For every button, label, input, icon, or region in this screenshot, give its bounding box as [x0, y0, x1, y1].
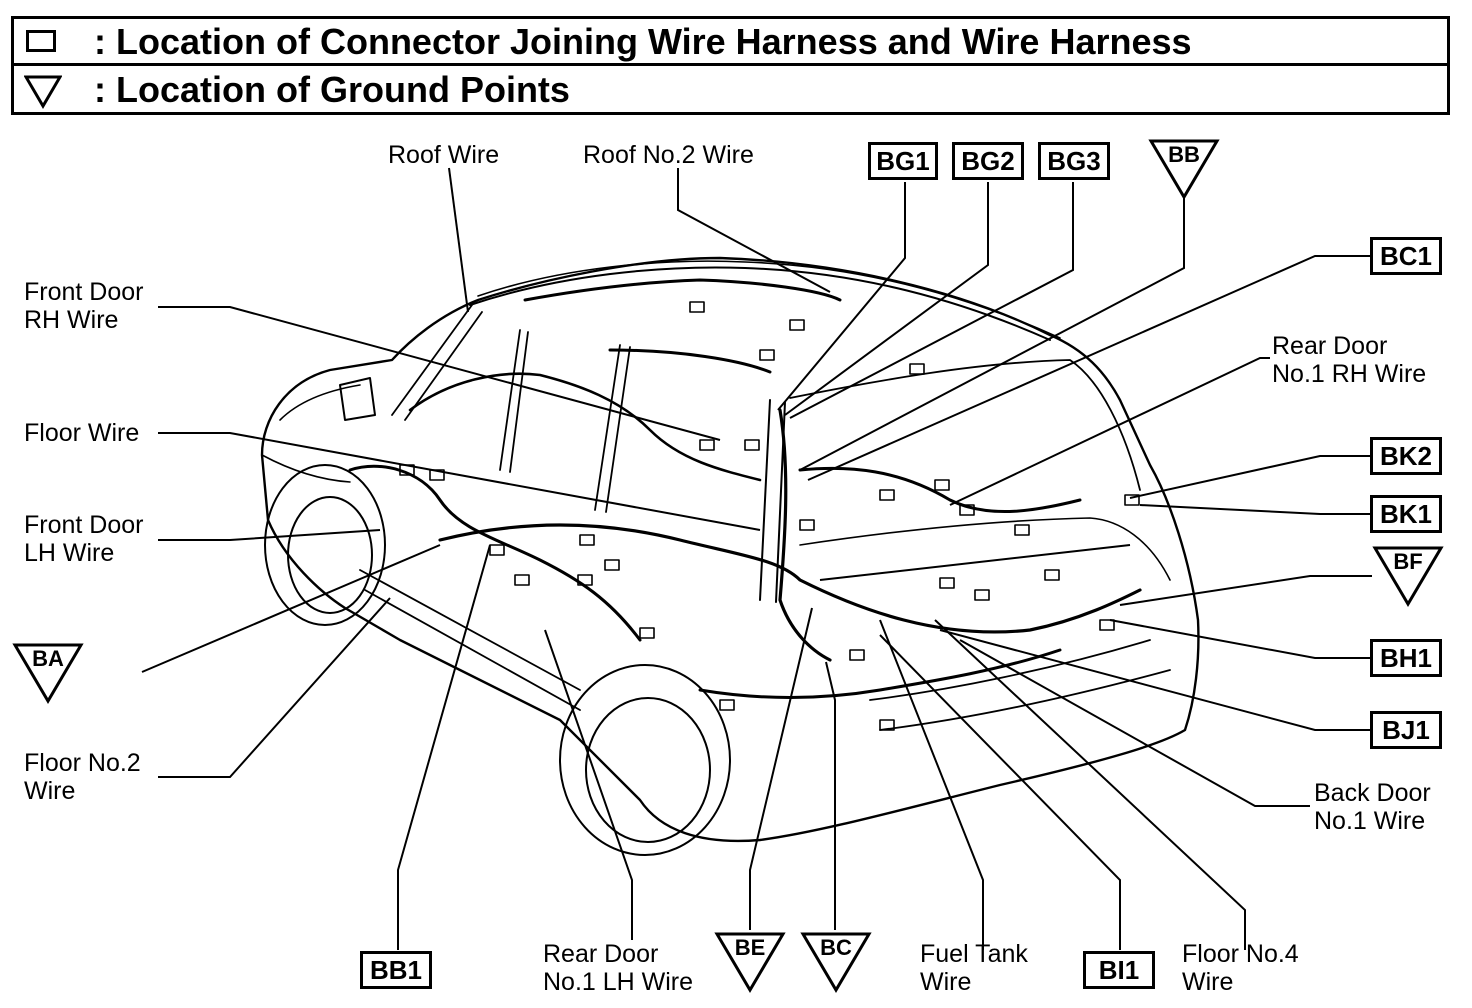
- rear-window: [789, 359, 1141, 491]
- front-wheel: [287, 496, 373, 614]
- ground-code-ba: BA: [32, 646, 64, 671]
- legend-connector-row: : Location of Connector Joining Wire Har…: [11, 16, 1450, 66]
- ground-code-bc: BC: [820, 935, 852, 960]
- legend-ground-row: : Location of Ground Points: [11, 63, 1450, 115]
- rear-wheel: [585, 697, 711, 843]
- front-harness: [348, 464, 642, 642]
- ground-triangle-icon: [800, 932, 872, 993]
- connector-box-bg1: BG1: [868, 142, 938, 180]
- connector-box-bj1: BJ1: [1370, 711, 1442, 749]
- legend-connector-text: : Location of Connector Joining Wire Har…: [94, 21, 1192, 62]
- label-floor-wire: Floor Wire: [24, 419, 140, 447]
- label-front-door-lh-wire-line2: LH Wire: [24, 539, 115, 567]
- connector-blocks: [399, 301, 1140, 731]
- label-back-door-no1-wire-line1: Back Door: [1314, 779, 1431, 807]
- connector-box-bi1: BI1: [1083, 951, 1155, 989]
- lower-harness: [698, 648, 1062, 699]
- connector-box-bh1: BH1: [1370, 639, 1442, 677]
- ground-triangle-icon: [24, 75, 62, 109]
- label-roof-no2-wire: Roof No.2 Wire: [583, 141, 754, 169]
- ground-code-be: BE: [734, 935, 766, 960]
- b-pillar: [499, 329, 529, 473]
- label-rear-door-no1-rh-wire-line1: Rear Door: [1272, 332, 1388, 360]
- ground-point-bc: BC: [800, 931, 872, 993]
- connector-rectangle-icon: [26, 30, 56, 52]
- label-roof-wire: Roof Wire: [388, 141, 500, 169]
- ground-point-bf: BF: [1372, 545, 1444, 607]
- door-harness: [408, 372, 762, 482]
- floor-harness: [438, 523, 1142, 634]
- rear-hatch: [799, 517, 1171, 581]
- label-front-door-rh-wire-line1: Front Door: [24, 278, 144, 306]
- label-floor-no2-wire-line1: Floor No.2: [24, 749, 141, 777]
- label-rear-door-no1-lh-wire-line2: No.1 LH Wire: [543, 968, 694, 996]
- ground-triangle-icon: [714, 932, 786, 993]
- rear-wheel-arch: [559, 664, 731, 856]
- ground-triangle-icon: [1372, 546, 1444, 607]
- connector-box-bk1: BK1: [1370, 495, 1442, 533]
- ground-triangle-icon: [1148, 139, 1220, 200]
- connector-box-bg3: BG3: [1038, 142, 1110, 180]
- label-floor-no4-wire-line1: Floor No.4: [1182, 940, 1299, 968]
- roof-line: [469, 266, 1051, 341]
- label-front-door-lh-wire-line1: Front Door: [24, 511, 144, 539]
- vehicle-body-outline: [260, 256, 1200, 843]
- pillar-harness: [778, 408, 832, 662]
- hood: [261, 384, 361, 483]
- roof-harness: [523, 278, 842, 374]
- roof-rack: [477, 260, 1061, 339]
- leader-lines: [141, 167, 1372, 950]
- label-rear-door-no1-rh-wire-line2: No.1 RH Wire: [1272, 360, 1427, 388]
- connector-box-bk2: BK2: [1370, 437, 1442, 475]
- ground-triangle-icon: [12, 643, 84, 704]
- mirror: [339, 377, 376, 421]
- ground-code-bf: BF: [1393, 549, 1423, 574]
- label-rear-door-no1-lh-wire-line1: Rear Door: [543, 940, 659, 968]
- legend-ground-text: : Location of Ground Points: [94, 69, 570, 110]
- label-fuel-tank-wire-line2: Wire: [920, 968, 972, 996]
- label-back-door-no1-wire-line2: No.1 Wire: [1314, 807, 1426, 835]
- rocker-panel: [359, 569, 581, 711]
- ground-point-bb: BB: [1148, 138, 1220, 200]
- rear-harness: [798, 466, 1082, 514]
- label-floor-no4-wire-line2: Wire: [1182, 968, 1234, 996]
- ground-point-ba: BA: [12, 642, 84, 704]
- connector-box-bg2: BG2: [952, 142, 1024, 180]
- ground-code-bb: BB: [1168, 142, 1200, 167]
- label-floor-no2-wire-line2: Wire: [24, 777, 76, 805]
- label-fuel-tank-wire-line1: Fuel Tank: [920, 940, 1028, 968]
- front-pillar: [391, 304, 483, 421]
- connector-box-bc1: BC1: [1370, 237, 1442, 275]
- ground-point-be: BE: [714, 931, 786, 993]
- bumper: [869, 639, 1171, 731]
- label-front-door-rh-wire-line2: RH Wire: [24, 306, 119, 334]
- connector-box-bb1: BB1: [360, 951, 432, 989]
- front-wheel-arch: [264, 464, 386, 626]
- c-pillar: [594, 344, 631, 513]
